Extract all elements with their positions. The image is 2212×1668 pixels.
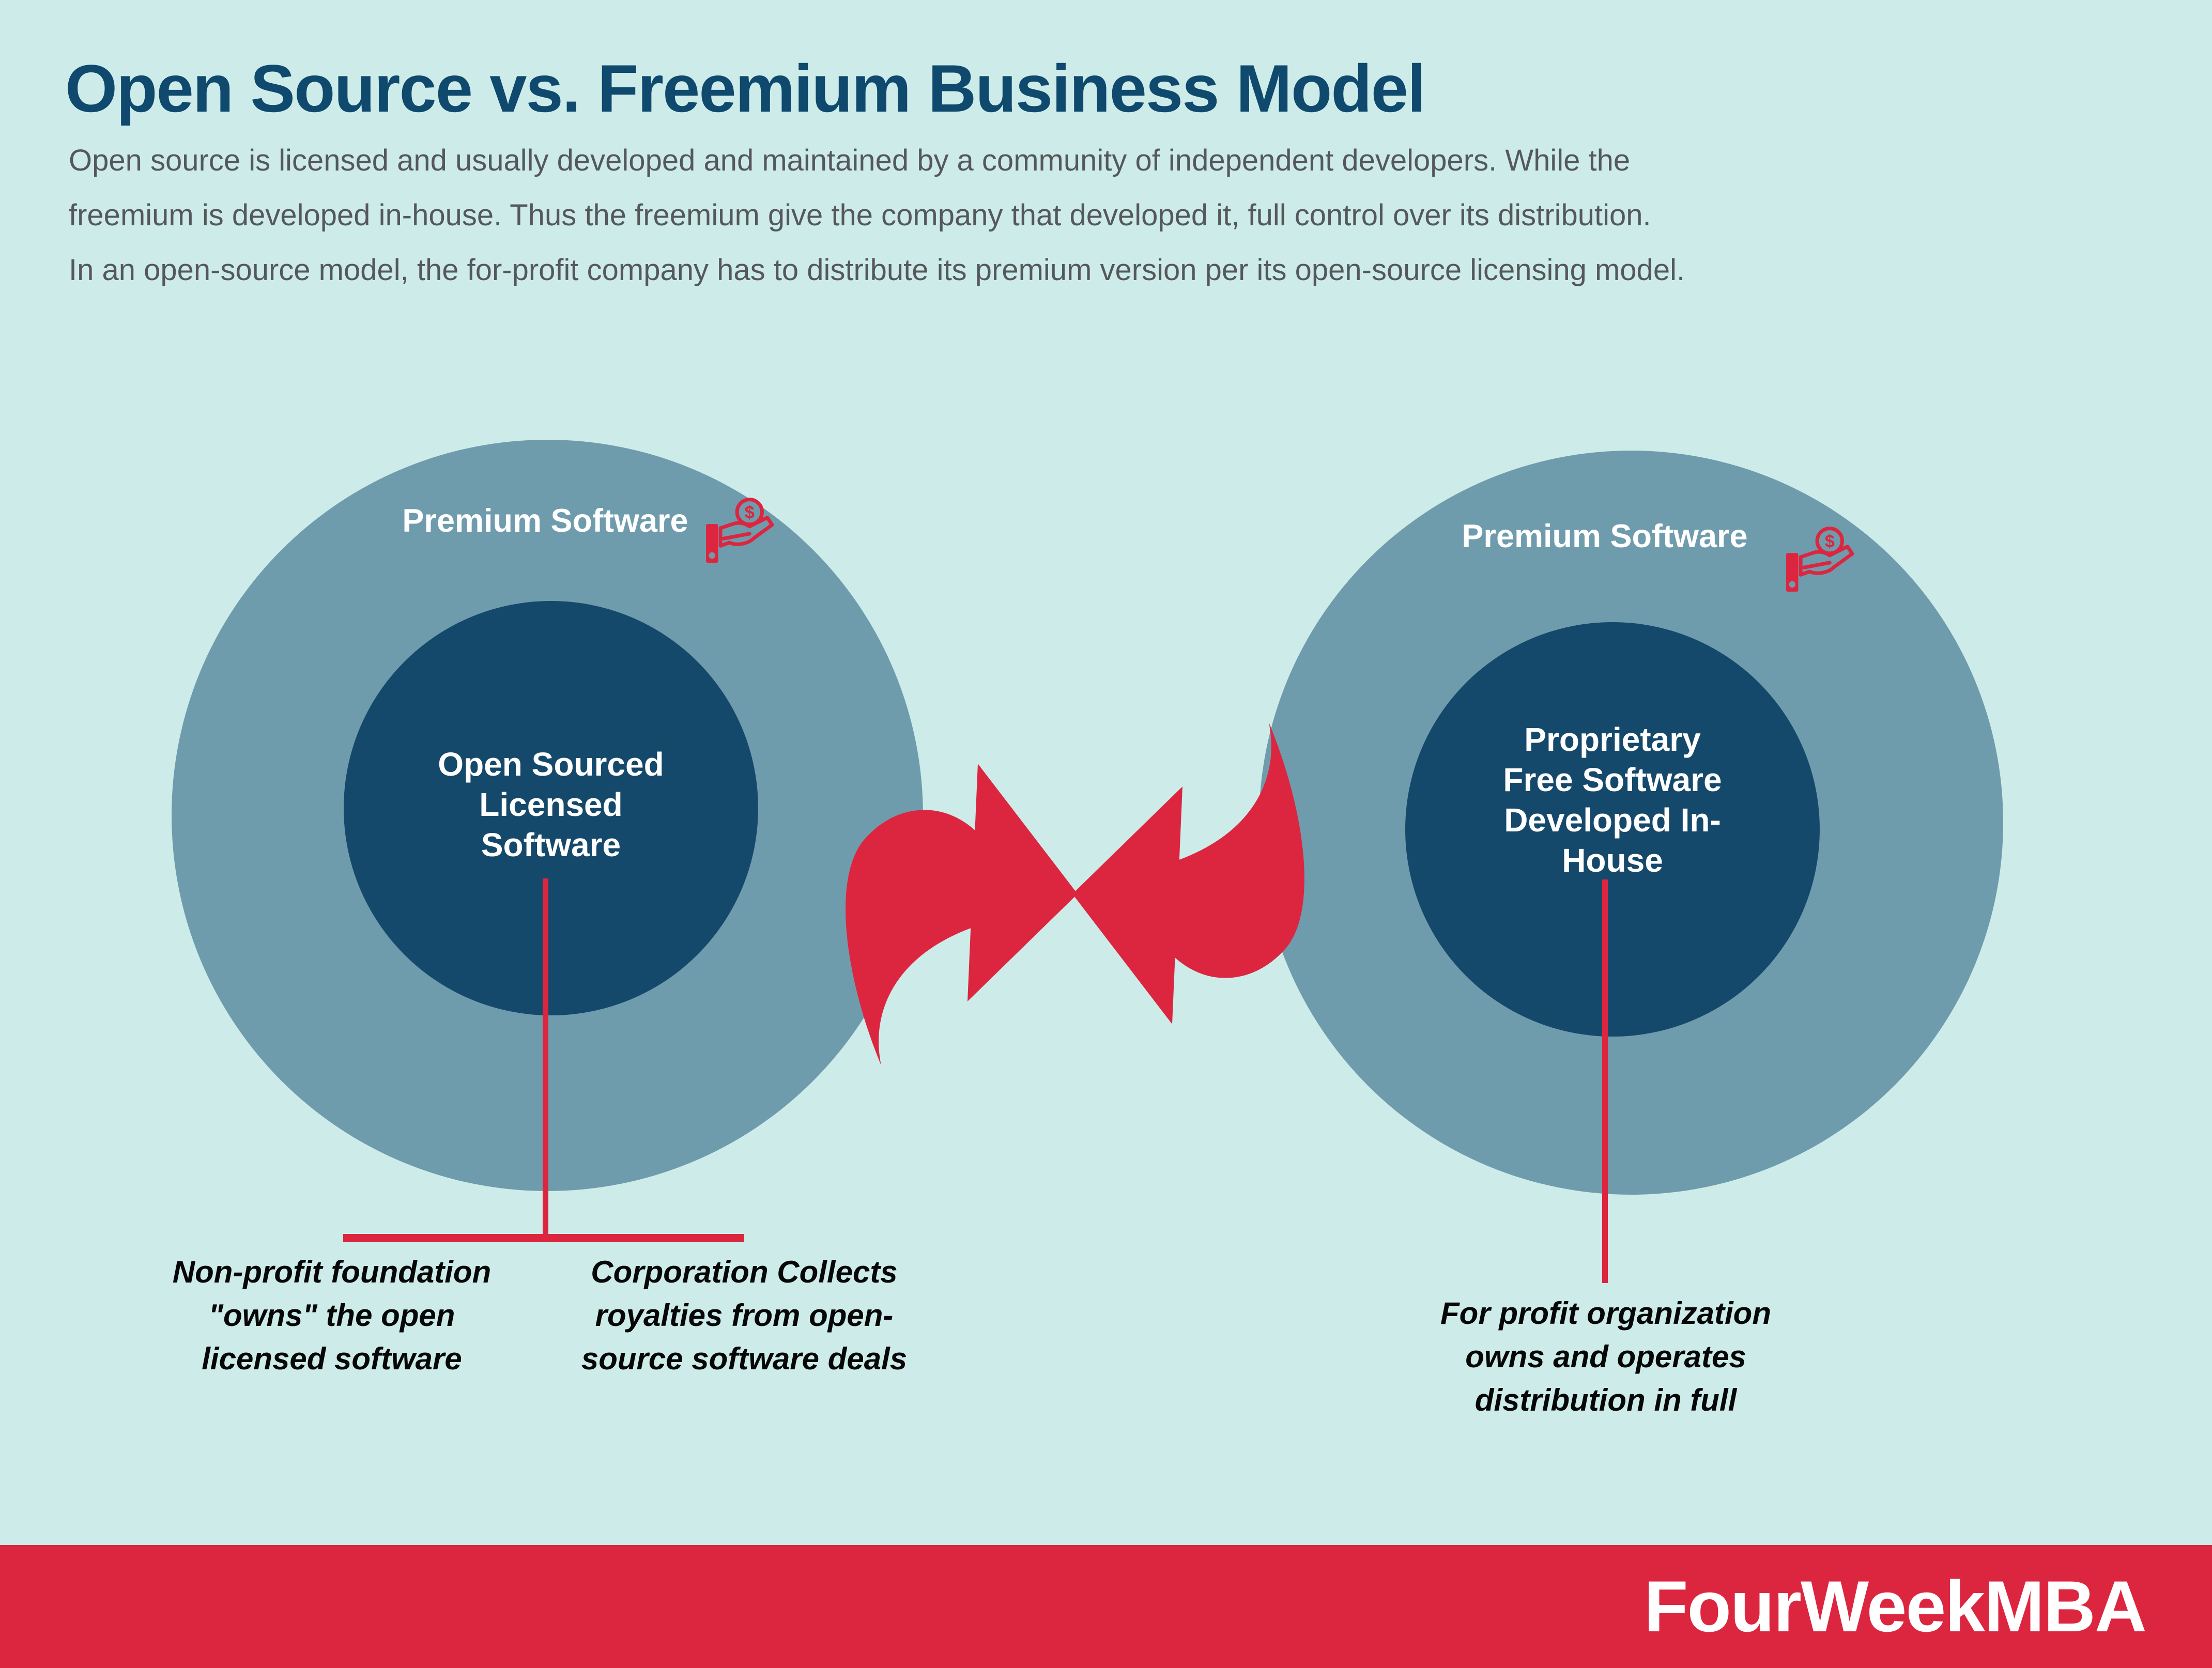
intro-line-2: freemium is developed in-house. Thus the… [69,198,1651,232]
freemium-inner-circle [1405,622,1820,1037]
exchange-arrows [846,722,1304,1065]
coin-in-hand-icon: $ [1786,527,1854,592]
page-title: Open Source vs. Freemium Business Model [65,51,1426,126]
dollar-glyph: $ [1825,532,1835,551]
premium-software-label-right: Premium Software [1462,518,1748,554]
dollar-glyph: $ [745,503,755,522]
left-connector-bar [343,1234,744,1242]
intro-line-3: In an open-source model, the for-profit … [69,253,1685,287]
open-source-inner-label: Open Sourced Licensed Software [438,746,664,863]
thumb-line-icon [721,532,751,540]
freemium-inner-label: Proprietary Free Software Developed In- … [1503,721,1722,879]
cuff-icon [706,524,718,563]
caption-for-profit-organization: For profit organization owns and operate… [1440,1296,1771,1417]
open-source-inner-circle [344,601,758,1015]
thumb-line-icon [1802,561,1832,569]
brand-logo: FourWeekMBA [1643,1566,2147,1647]
left-connector-line [543,878,548,1238]
cuff-button-icon [709,552,715,559]
caption-nonprofit-foundation: Non-profit foundation "owns" the open li… [172,1255,491,1376]
hand-icon [1799,545,1854,577]
right-connector-line [1602,879,1608,1283]
hand-icon [718,516,774,548]
intro-line-1: Open source is licensed and usually deve… [69,144,1631,177]
premium-software-label-left: Premium Software [402,503,688,539]
coin-in-hand-icon: $ [706,498,774,563]
intro-text: Open source is licensed and usually deve… [69,133,1685,298]
cuff-icon [1786,553,1799,592]
right-pointing-arrow-icon [846,764,1078,1065]
footer-bar: FourWeekMBA [0,1545,2212,1668]
caption-corporation-royalties: Corporation Collects royalties from open… [581,1255,908,1376]
left-pointing-arrow-icon [1072,722,1304,1024]
cuff-button-icon [1789,581,1795,588]
